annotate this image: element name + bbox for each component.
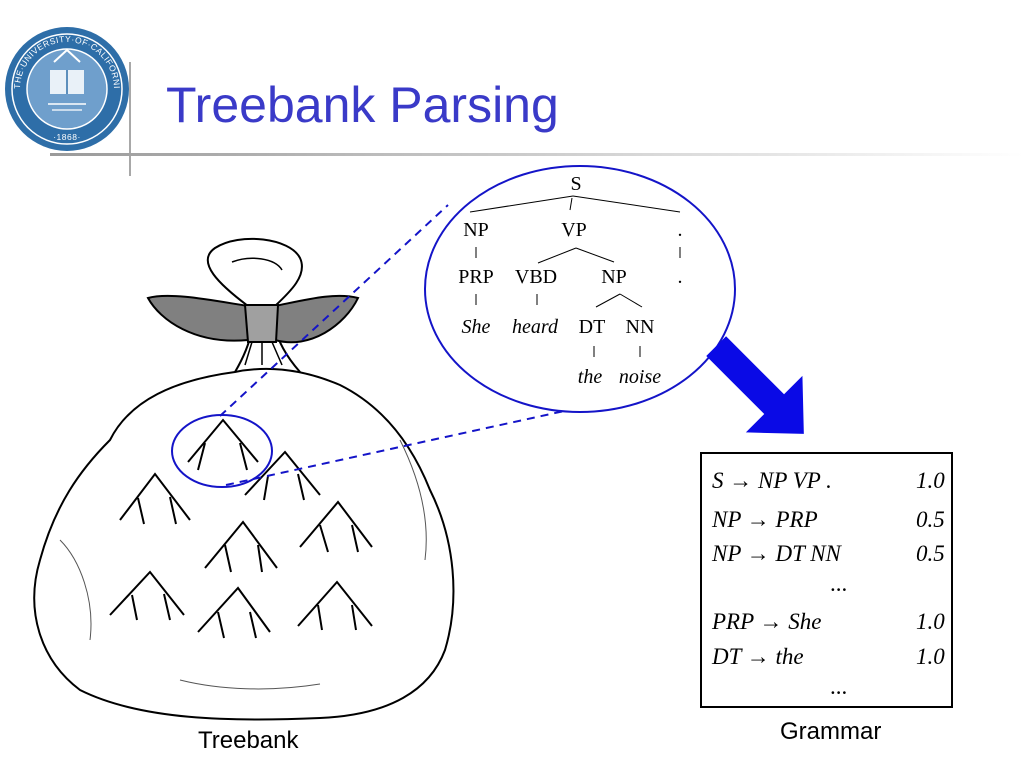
- tree-node-vp: VP: [561, 219, 587, 241]
- grammar-prob: 1.0: [916, 468, 945, 493]
- small-tree: [197, 586, 271, 639]
- small-tree: [119, 472, 191, 525]
- treebank-caption: Treebank: [198, 727, 299, 754]
- grammar-box: S → NP VP . 1.0 NP → PRP 0.5 NP → DT NN …: [700, 452, 953, 708]
- tree-node-vbd: VBD: [515, 266, 557, 288]
- grammar-prob: 0.5: [916, 507, 945, 532]
- tree-node-period: .: [678, 219, 683, 241]
- grammar-prob: 1.0: [916, 644, 945, 669]
- small-tree: [204, 520, 278, 573]
- tree-word-noise: noise: [619, 366, 661, 388]
- small-tree: [109, 570, 185, 621]
- grammar-rule: DT → the: [712, 644, 804, 669]
- grammar-ellipsis: ...: [830, 674, 848, 699]
- arrow-icon: [706, 336, 804, 434]
- bag-tie-knot: [243, 304, 280, 343]
- seal-year: ·1868·: [53, 132, 81, 142]
- highlight-ellipse-large: [424, 165, 736, 413]
- grammar-prob: 0.5: [916, 541, 945, 566]
- tree-node-np2: NP: [601, 266, 627, 288]
- parse-tree-edges: [469, 195, 681, 357]
- berkeley-seal-logo: THE·UNIVERSITY·OF·CALIFORNIA·BERKELEY ·1…: [0, 0, 131, 176]
- grammar-caption: Grammar: [780, 718, 882, 745]
- tree-word-the: the: [578, 366, 603, 388]
- grammar-rule: PRP → She: [712, 609, 822, 634]
- small-tree: [299, 500, 373, 553]
- tree-node-root: S: [570, 173, 581, 195]
- tree-node-np: NP: [463, 219, 489, 241]
- bag-tie-left: [146, 294, 249, 342]
- treebank-bag: [33, 367, 455, 721]
- grammar-prob: 1.0: [916, 609, 945, 634]
- zoom-line-top: [219, 204, 449, 417]
- tree-node-prp: PRP: [458, 266, 494, 288]
- bag-tie-right: [274, 294, 360, 344]
- zoom-line-bottom: [225, 407, 579, 486]
- tree-word-she: She: [462, 316, 491, 338]
- grammar-ellipsis: ...: [830, 571, 848, 596]
- grammar-rule: S → NP VP .: [712, 468, 832, 493]
- grammar-rule: NP → PRP: [712, 507, 818, 532]
- tree-node-dt: DT: [579, 316, 606, 338]
- slide-title: Treebank Parsing: [166, 77, 559, 133]
- tree-node-period2: .: [678, 266, 683, 288]
- small-tree: [244, 450, 321, 501]
- tree-word-heard: heard: [512, 316, 559, 338]
- small-tree: [297, 580, 373, 631]
- header-rule: [50, 153, 1024, 156]
- tree-node-nn: NN: [626, 316, 655, 338]
- grammar-rule: NP → DT NN: [712, 541, 841, 566]
- small-tree: [187, 418, 259, 471]
